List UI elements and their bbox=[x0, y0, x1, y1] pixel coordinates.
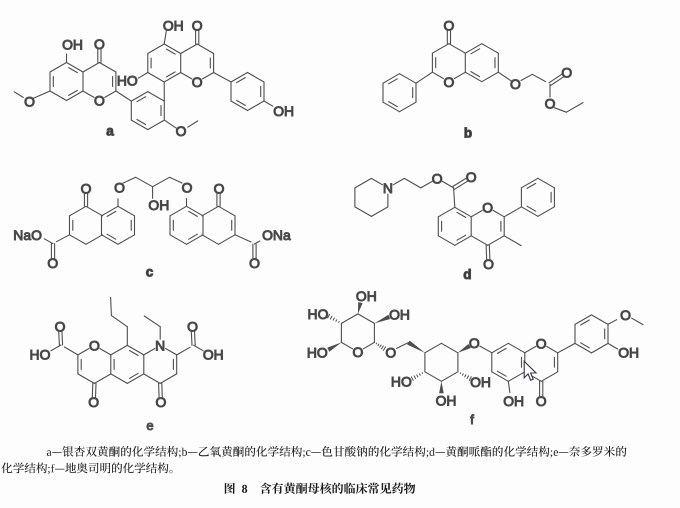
svg-text:O: O bbox=[155, 394, 166, 410]
svg-text:O: O bbox=[88, 394, 99, 410]
svg-text:O: O bbox=[89, 337, 100, 353]
svg-text:d: d bbox=[463, 267, 471, 282]
svg-text:OH: OH bbox=[356, 288, 377, 304]
svg-text:ONa: ONa bbox=[262, 227, 291, 243]
svg-text:O: O bbox=[482, 199, 493, 215]
svg-text:HO: HO bbox=[308, 306, 329, 322]
svg-text:O: O bbox=[55, 318, 66, 334]
svg-text:O: O bbox=[483, 256, 494, 272]
svg-text:e: e bbox=[146, 418, 153, 433]
svg-text:O: O bbox=[182, 179, 193, 195]
svg-text:OH: OH bbox=[273, 103, 294, 119]
svg-text:O: O bbox=[94, 92, 105, 108]
svg-text:O: O bbox=[536, 335, 547, 351]
svg-text:OH: OH bbox=[203, 346, 224, 362]
svg-text:O: O bbox=[536, 393, 547, 409]
svg-text:O: O bbox=[545, 95, 556, 111]
svg-text:O: O bbox=[249, 255, 260, 271]
svg-text:NaO: NaO bbox=[13, 227, 42, 243]
svg-text:OH: OH bbox=[62, 36, 83, 52]
svg-text:b: b bbox=[464, 126, 472, 141]
svg-text:O: O bbox=[620, 307, 631, 323]
svg-text:O: O bbox=[466, 169, 477, 185]
svg-text:O: O bbox=[561, 65, 572, 81]
svg-text:a: a bbox=[106, 124, 114, 139]
svg-text:OH: OH bbox=[148, 197, 169, 213]
svg-text:O: O bbox=[510, 76, 521, 92]
svg-text:O: O bbox=[47, 255, 58, 271]
svg-text:O: O bbox=[94, 36, 105, 52]
svg-text:HO: HO bbox=[117, 72, 138, 88]
svg-text:O: O bbox=[187, 318, 198, 334]
svg-text:O: O bbox=[176, 123, 187, 139]
svg-text:f: f bbox=[470, 412, 474, 427]
svg-text:O: O bbox=[114, 179, 125, 195]
svg-text:OH: OH bbox=[163, 17, 184, 33]
svg-text:O: O bbox=[24, 93, 35, 109]
svg-text:O: O bbox=[352, 344, 363, 360]
svg-text:O: O bbox=[385, 344, 396, 360]
svg-text:O: O bbox=[432, 170, 443, 186]
svg-text:OH: OH bbox=[436, 393, 457, 409]
svg-text:O: O bbox=[443, 74, 454, 90]
svg-text:HO: HO bbox=[307, 344, 328, 360]
svg-text:OH: OH bbox=[389, 306, 410, 322]
svg-text:O: O bbox=[443, 17, 454, 33]
svg-text:OH: OH bbox=[503, 393, 524, 409]
svg-text:O: O bbox=[192, 74, 203, 90]
svg-text:N: N bbox=[155, 337, 165, 353]
svg-text:c: c bbox=[146, 265, 154, 280]
svg-text:O: O bbox=[214, 180, 225, 196]
svg-text:O: O bbox=[192, 17, 203, 33]
svg-text:O: O bbox=[81, 180, 92, 196]
svg-text:HO: HO bbox=[391, 373, 412, 389]
svg-text:N: N bbox=[383, 180, 393, 196]
svg-text:O: O bbox=[469, 335, 480, 351]
svg-text:HO: HO bbox=[30, 346, 51, 362]
svg-text:OH: OH bbox=[618, 345, 639, 361]
svg-text:OH: OH bbox=[470, 374, 491, 390]
